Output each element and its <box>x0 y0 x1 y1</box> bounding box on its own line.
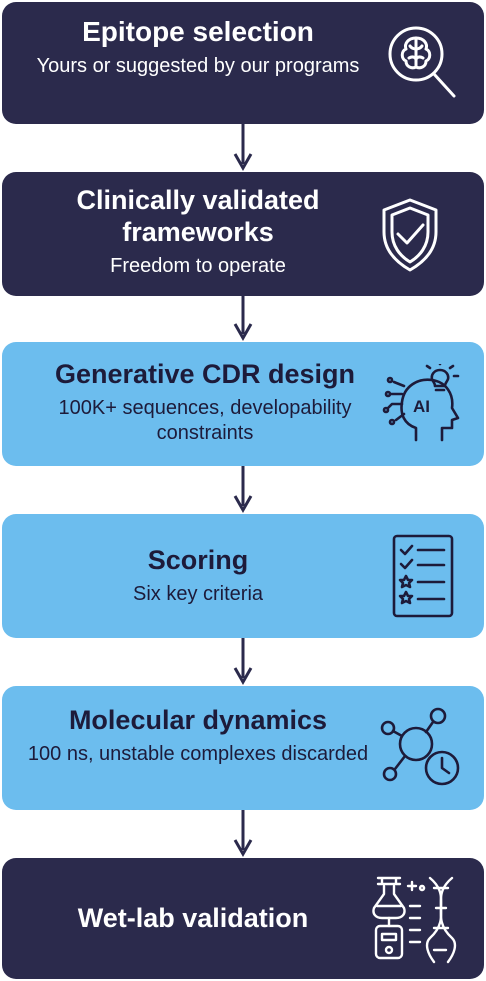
step-generative-cdr-design: Generative CDR design 100K+ sequences, d… <box>2 342 484 466</box>
flow-arrow <box>233 124 253 172</box>
step-wet-lab-validation: Wet-lab validation <box>2 858 484 979</box>
step-title: Molecular dynamics <box>68 705 328 735</box>
step-subtitle: 100K+ sequences, developability constrai… <box>58 397 352 444</box>
brain-magnifier-icon <box>388 26 456 98</box>
step-molecular-dynamics: Molecular dynamics 100 ns, unstable comp… <box>2 686 484 810</box>
step-title: Epitope selection <box>82 16 314 47</box>
lab-dna-icon <box>372 876 457 964</box>
flow-arrow <box>233 638 253 686</box>
shield-check-icon <box>382 198 438 272</box>
step-title: Clinically validated frameworks <box>76 185 320 247</box>
step-subtitle: Freedom to operate <box>110 255 286 277</box>
checklist-icon <box>392 534 454 618</box>
step-title: Wet-lab validation <box>77 903 309 933</box>
step-epitope-selection: Epitope selection Yours or suggested by … <box>2 2 484 124</box>
molecule-clock-icon <box>380 707 460 786</box>
step-title: Scoring <box>147 545 249 575</box>
ai-head-lightbulb-icon: AI <box>382 364 460 442</box>
step-clinically-validated-frameworks: Clinically validated frameworks Freedom … <box>2 172 484 296</box>
step-title: Generative CDR design <box>54 359 356 389</box>
step-subtitle: Yours or suggested by our programs <box>36 55 360 77</box>
flow-arrow <box>233 810 253 858</box>
step-subtitle: Six key criteria <box>132 583 264 605</box>
flow-arrow <box>233 296 253 342</box>
flow-arrow <box>233 466 253 514</box>
step-subtitle: 100 ns, unstable complexes discarded <box>27 743 369 765</box>
step-scoring: Scoring Six key criteria <box>2 514 484 638</box>
svg-text:AI: AI <box>413 397 430 416</box>
